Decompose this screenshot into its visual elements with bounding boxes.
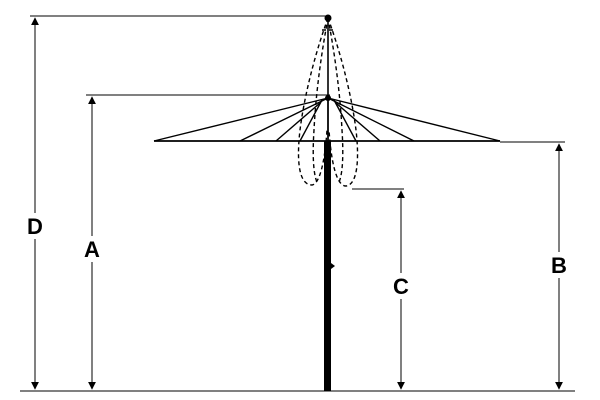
label-a: A: [84, 237, 100, 262]
label-c: C: [393, 274, 409, 299]
label-d: D: [27, 214, 43, 239]
umbrella-pole: [324, 141, 331, 391]
umbrella-closed-canopy: [297, 17, 359, 187]
label-b: B: [551, 253, 567, 278]
pole-button-icon: [331, 263, 335, 269]
